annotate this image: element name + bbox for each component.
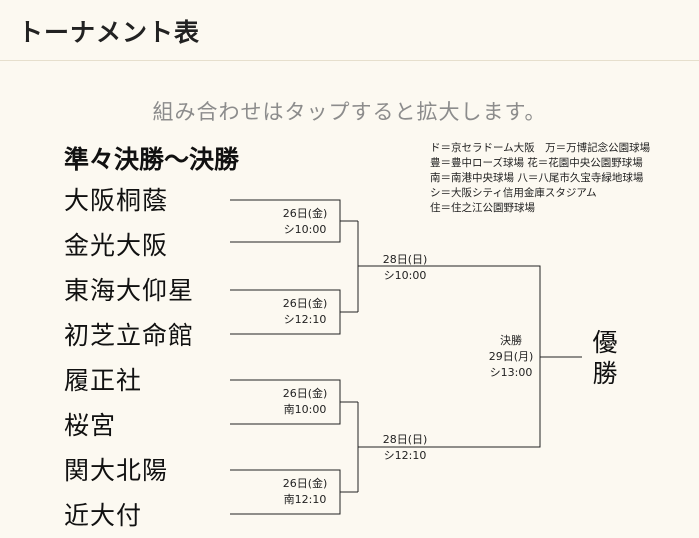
- team-name: 初芝立命館: [64, 321, 195, 350]
- bracket-line-qf3: [230, 379, 358, 425]
- match-date: 26日(金): [282, 387, 328, 400]
- bracket-line-qf1: [230, 199, 358, 243]
- match-date: 26日(金): [282, 477, 328, 490]
- match-venue-time: シ13:00: [489, 366, 533, 379]
- quarterfinal-4-schedule: 26日(金) 南12:10: [272, 476, 338, 508]
- team-name: 関大北陽: [64, 456, 169, 485]
- team-name: 桜宮: [64, 411, 117, 440]
- match-venue-time: 南12:10: [283, 493, 327, 506]
- bracket-line-qf4: [230, 469, 358, 515]
- quarterfinal-2-schedule: 26日(金) シ12:10: [272, 296, 338, 328]
- champion-char: 勝: [592, 359, 618, 388]
- bracket-line-final: [437, 265, 582, 448]
- match-date: 28日(日): [382, 433, 428, 446]
- legend-line: ド＝京セラドーム大阪 万＝万博記念公園球場: [430, 142, 651, 154]
- match-date: 26日(金): [282, 207, 328, 220]
- team-name: 近大付: [64, 501, 143, 530]
- legend-line: 南＝南港中央球場 八＝八尾市久宝寺緑地球場: [430, 172, 644, 184]
- team-name: 履正社: [64, 366, 143, 395]
- match-venue-time: シ10:00: [283, 223, 327, 236]
- team-name: 東海大仰星: [64, 276, 195, 305]
- match-venue-time: シ12:10: [383, 449, 427, 462]
- bracket-line-sf1: [357, 221, 437, 312]
- bracket-line-sf2: [357, 402, 437, 492]
- legend-line: 住＝住之江公園野球場: [430, 202, 535, 214]
- match-round: 決勝: [500, 334, 522, 347]
- match-date: 26日(金): [282, 297, 328, 310]
- match-venue-time: 南10:00: [283, 403, 327, 416]
- quarterfinal-1-schedule: 26日(金) シ10:00: [272, 206, 338, 238]
- champion-char: 優: [592, 328, 618, 357]
- legend-line: 豊＝豊中ローズ球場 花＝花園中央公園野球場: [430, 157, 643, 169]
- match-venue-time: シ12:10: [283, 313, 327, 326]
- team-name: 金光大阪: [64, 231, 169, 260]
- page-header: トーナメント表: [0, 0, 699, 66]
- final-schedule: 決勝 29日(月) シ13:00: [478, 333, 544, 381]
- venue-legend: ド＝京セラドーム大阪 万＝万博記念公園球場 豊＝豊中ローズ球場 花＝花園中央公園…: [430, 141, 695, 216]
- semifinal-1-schedule: 28日(日) シ10:00: [372, 252, 438, 284]
- header-divider: [0, 60, 699, 61]
- team-name: 大阪桐蔭: [64, 186, 169, 215]
- match-date: 29日(月): [488, 350, 534, 363]
- page-title: トーナメント表: [18, 18, 201, 47]
- bracket-title: 準々決勝〜決勝: [64, 145, 240, 174]
- quarterfinal-3-schedule: 26日(金) 南10:00: [272, 386, 338, 418]
- bracket-line-qf2: [230, 289, 358, 335]
- tap-to-enlarge-hint: 組み合わせはタップすると拡大します。: [152, 100, 547, 124]
- champion-label: 優 勝: [590, 327, 620, 389]
- legend-line: シ＝大阪シティ信用金庫スタジアム: [430, 187, 597, 199]
- match-venue-time: シ10:00: [383, 269, 427, 282]
- semifinal-2-schedule: 28日(日) シ12:10: [372, 432, 438, 464]
- match-date: 28日(日): [382, 253, 428, 266]
